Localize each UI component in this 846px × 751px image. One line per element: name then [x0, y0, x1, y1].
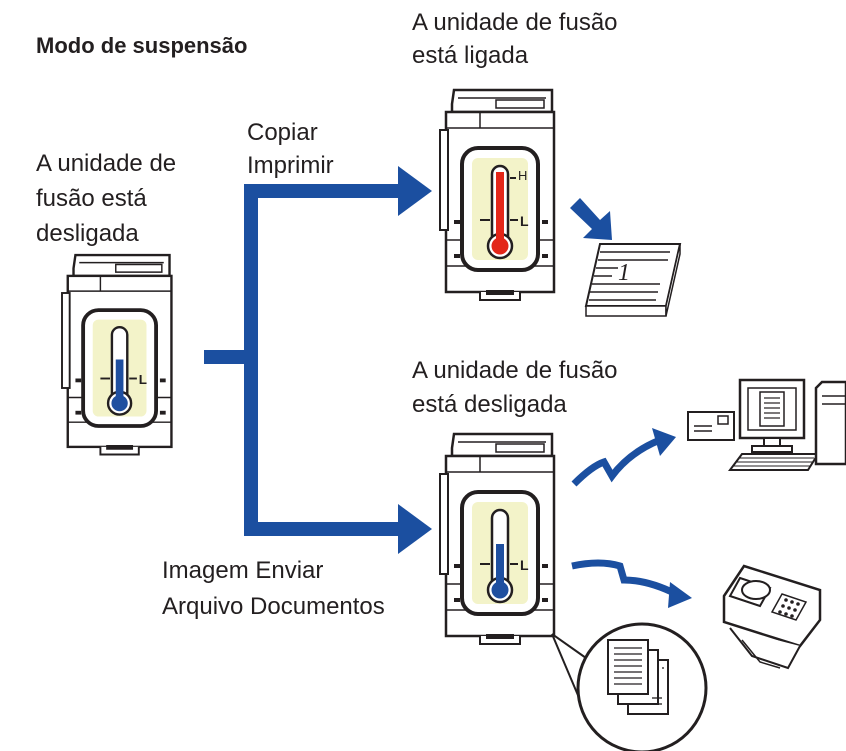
printer-fuser-off-icon: L	[438, 432, 556, 646]
page-title: Modo de suspensão	[36, 33, 248, 58]
bottom-right-label-line-1: A unidade de fusão	[412, 357, 618, 384]
left-thermo-mark-l: L	[139, 372, 147, 387]
left-label-line-2: fusão está	[36, 185, 147, 212]
paper-stack-icon: 1	[584, 243, 682, 317]
document-storage-icon	[551, 622, 708, 751]
send-arrow-upper	[571, 428, 676, 487]
top-right-label-line-2: está ligada	[412, 42, 529, 69]
computer-icon	[687, 378, 846, 471]
upper-branch-label-line-1: Copiar	[247, 119, 318, 146]
arrow-head-upper	[398, 166, 432, 216]
lower-branch-label-line-1: Imagem Enviar	[162, 557, 324, 584]
upper-branch-label-line-2: Imprimir	[247, 152, 334, 179]
send-arrow-lower	[571, 559, 692, 608]
left-label-line-3: desligada	[36, 220, 139, 247]
lower-branch-label-line-2: Arquivo Documentos	[162, 593, 385, 620]
printer-sleep-icon: L	[60, 253, 174, 457]
printer-fuser-on-icon: H L	[438, 88, 556, 302]
page-number: 1	[618, 260, 630, 286]
fax-machine-icon	[722, 564, 822, 670]
top-right-label-line-1: A unidade de fusão	[412, 9, 618, 36]
left-label-line-1: A unidade de	[36, 150, 177, 177]
bottom-thermo-mark-l: L	[520, 557, 529, 573]
arrow-head-lower	[398, 504, 432, 554]
top-thermo-mark-h: H	[518, 168, 527, 183]
top-thermo-mark-l: L	[520, 213, 529, 229]
bottom-right-label-line-2: está desligada	[412, 391, 567, 418]
output-arrow	[570, 198, 612, 240]
branch-arrows	[204, 166, 432, 554]
